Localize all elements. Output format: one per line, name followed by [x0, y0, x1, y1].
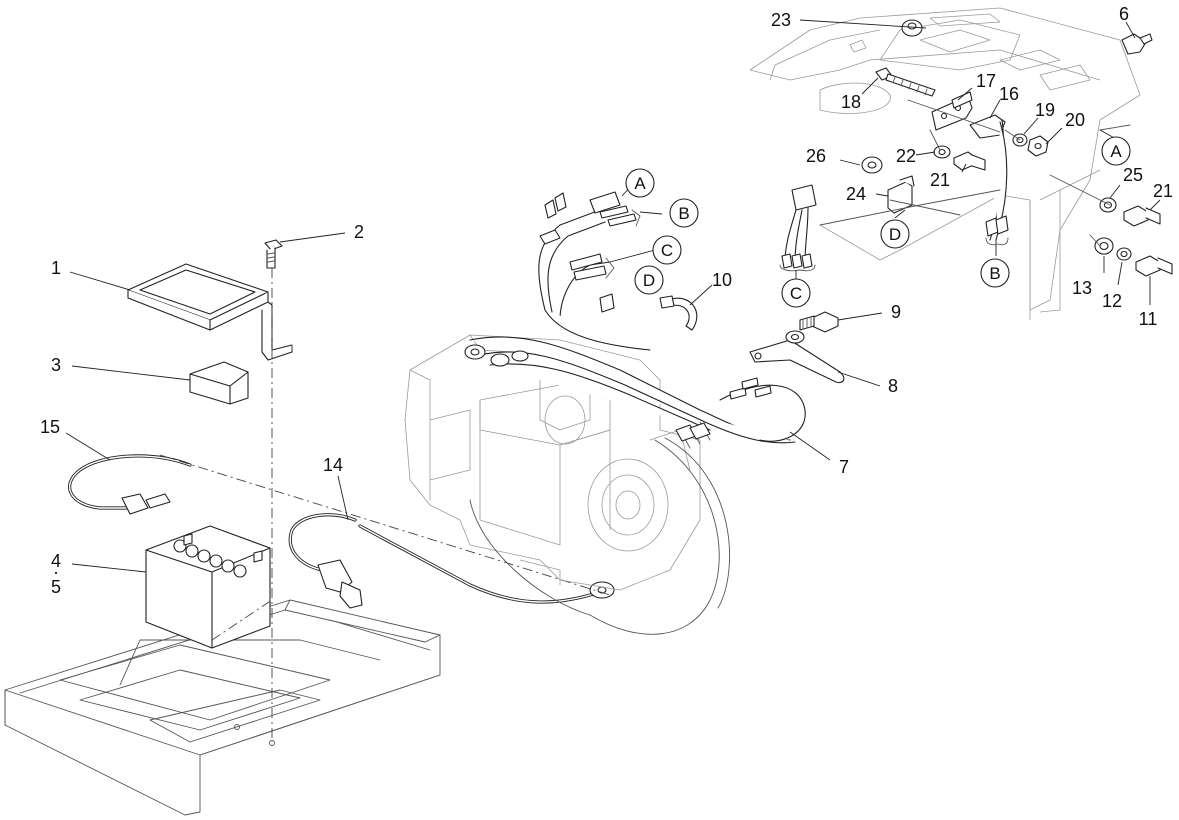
- leader-lines: [65, 19, 1161, 573]
- fuse-block: [781, 184, 817, 269]
- callout-2: 2: [354, 222, 364, 242]
- svg-text:D: D: [889, 225, 901, 244]
- guide-lines: [779, 99, 1131, 272]
- connector-bubble-c-harness: C: [652, 235, 682, 265]
- nut-20: [1027, 135, 1049, 157]
- harness-loop: [469, 437, 731, 635]
- callout-21b: 21: [1153, 181, 1173, 201]
- callout-25: 25: [1123, 165, 1143, 185]
- washer-13: [1094, 237, 1114, 255]
- washer-25: [1099, 197, 1117, 213]
- svg-text:A: A: [1110, 142, 1122, 161]
- callout-15: 15: [40, 417, 60, 437]
- callout-26: 26: [806, 146, 826, 166]
- svg-text:D: D: [643, 271, 655, 290]
- callout-19: 19: [1035, 100, 1055, 120]
- battery-cable-15: [68, 454, 192, 515]
- callout-23: 23: [771, 10, 791, 30]
- bolt-21b: [1123, 205, 1161, 227]
- grommet-26: [861, 156, 883, 174]
- foam-pad: [189, 361, 249, 405]
- callout-4: 4: [51, 551, 61, 571]
- connector-bubble-d-harness: D: [634, 265, 664, 295]
- upper-harness: [538, 191, 651, 351]
- grommet-10: [659, 295, 698, 331]
- connector-bubble-b-harness: B: [669, 198, 699, 228]
- bolt-2: [264, 239, 283, 269]
- washer-22: [933, 145, 951, 159]
- callout-22: 22: [896, 146, 916, 166]
- terminal-8: [749, 330, 845, 384]
- bolt-21a: [953, 151, 986, 171]
- svg-text:B: B: [989, 264, 1000, 283]
- connector-bubble-a-harness: A: [625, 168, 655, 198]
- svg-text:C: C: [790, 284, 802, 303]
- bolt-9: [799, 311, 839, 333]
- battery-cable-14: [288, 513, 615, 609]
- switch-6: [1121, 33, 1153, 55]
- cushion-23: [901, 19, 923, 37]
- callout-labels: 1 2 3 4 · 5 6 7 8 9 10 11 12 13 14 15 16…: [40, 4, 1173, 597]
- callout-5: 5: [51, 577, 61, 597]
- connector-bubble-b-panel: B: [980, 258, 1010, 288]
- connector-bubble-a-panel: A: [1101, 136, 1131, 166]
- connector-bubble-c-panel: C: [781, 278, 811, 308]
- callout-1: 1: [51, 258, 61, 278]
- callout-18: 18: [841, 92, 861, 112]
- callout-12: 12: [1102, 291, 1122, 311]
- base-frame: [4, 599, 441, 816]
- callout-17: 17: [976, 71, 996, 91]
- callout-4-dot: ·: [53, 562, 59, 582]
- svg-text:C: C: [661, 241, 673, 260]
- callout-11: 11: [1139, 309, 1158, 329]
- callout-24: 24: [846, 184, 866, 204]
- battery-holder: [127, 263, 293, 361]
- callout-13: 13: [1072, 278, 1092, 298]
- callout-10: 10: [712, 270, 732, 290]
- top-panel: [749, 7, 1141, 320]
- bolt-18: [875, 67, 936, 97]
- bolt-11: [1135, 255, 1173, 277]
- callout-8: 8: [888, 376, 898, 396]
- callout-16: 16: [999, 84, 1019, 104]
- svg-text:A: A: [634, 174, 646, 193]
- callout-7: 7: [839, 457, 849, 477]
- callout-6: 6: [1119, 4, 1129, 24]
- callout-14: 14: [323, 455, 343, 475]
- main-harness-7: [464, 336, 806, 449]
- callout-20: 20: [1065, 110, 1085, 130]
- lockwasher-12: [1116, 247, 1132, 261]
- center-lines: [159, 268, 611, 740]
- battery: [145, 525, 271, 649]
- connector-24: [887, 175, 915, 214]
- relay-16: [969, 114, 1009, 241]
- svg-text:B: B: [678, 204, 689, 223]
- connector-bubble-d-panel: D: [880, 219, 910, 249]
- callout-21a: 21: [930, 170, 950, 190]
- callout-3: 3: [51, 355, 61, 375]
- callout-9: 9: [891, 302, 901, 322]
- bracket-17: [931, 91, 973, 131]
